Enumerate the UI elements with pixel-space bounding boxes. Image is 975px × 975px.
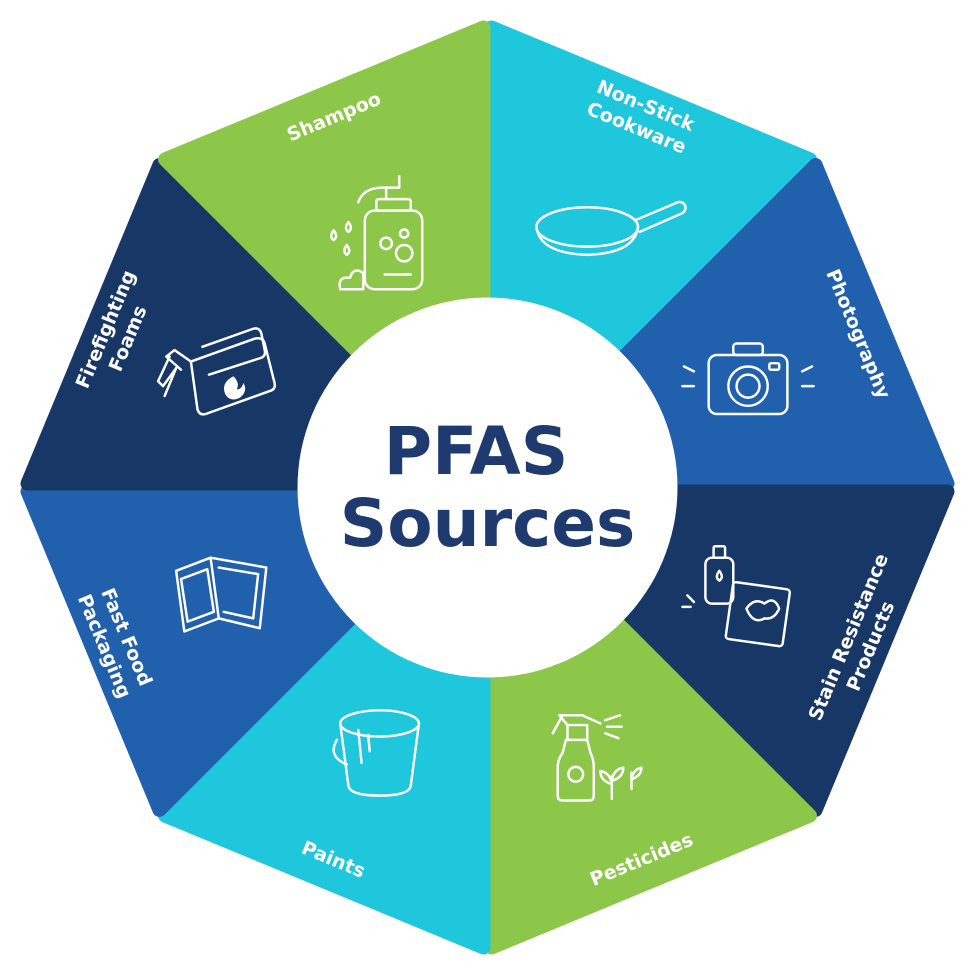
center-title-line1: PFAS [384,413,569,490]
segment-fastfood: Fast FoodPackaging [20,484,358,817]
center-title: PFAS Sources [340,413,636,562]
segments-group: Non-StickCookware Photography Stain Resi… [20,20,955,955]
camera-icon [681,342,815,416]
paint-bucket-icon [332,709,421,797]
frying-pan-icon [535,200,687,257]
spray-bottle-icon [551,714,643,802]
center-title-line2: Sources [340,485,636,562]
shampoo-bottle-icon [329,174,424,291]
center-circle [297,297,678,678]
fire-extinguisher-icon [156,327,277,416]
stain-spray-icon [681,544,792,648]
segment-firefighting: FirefightingFoams [20,158,358,491]
food-container-icon [174,556,268,633]
